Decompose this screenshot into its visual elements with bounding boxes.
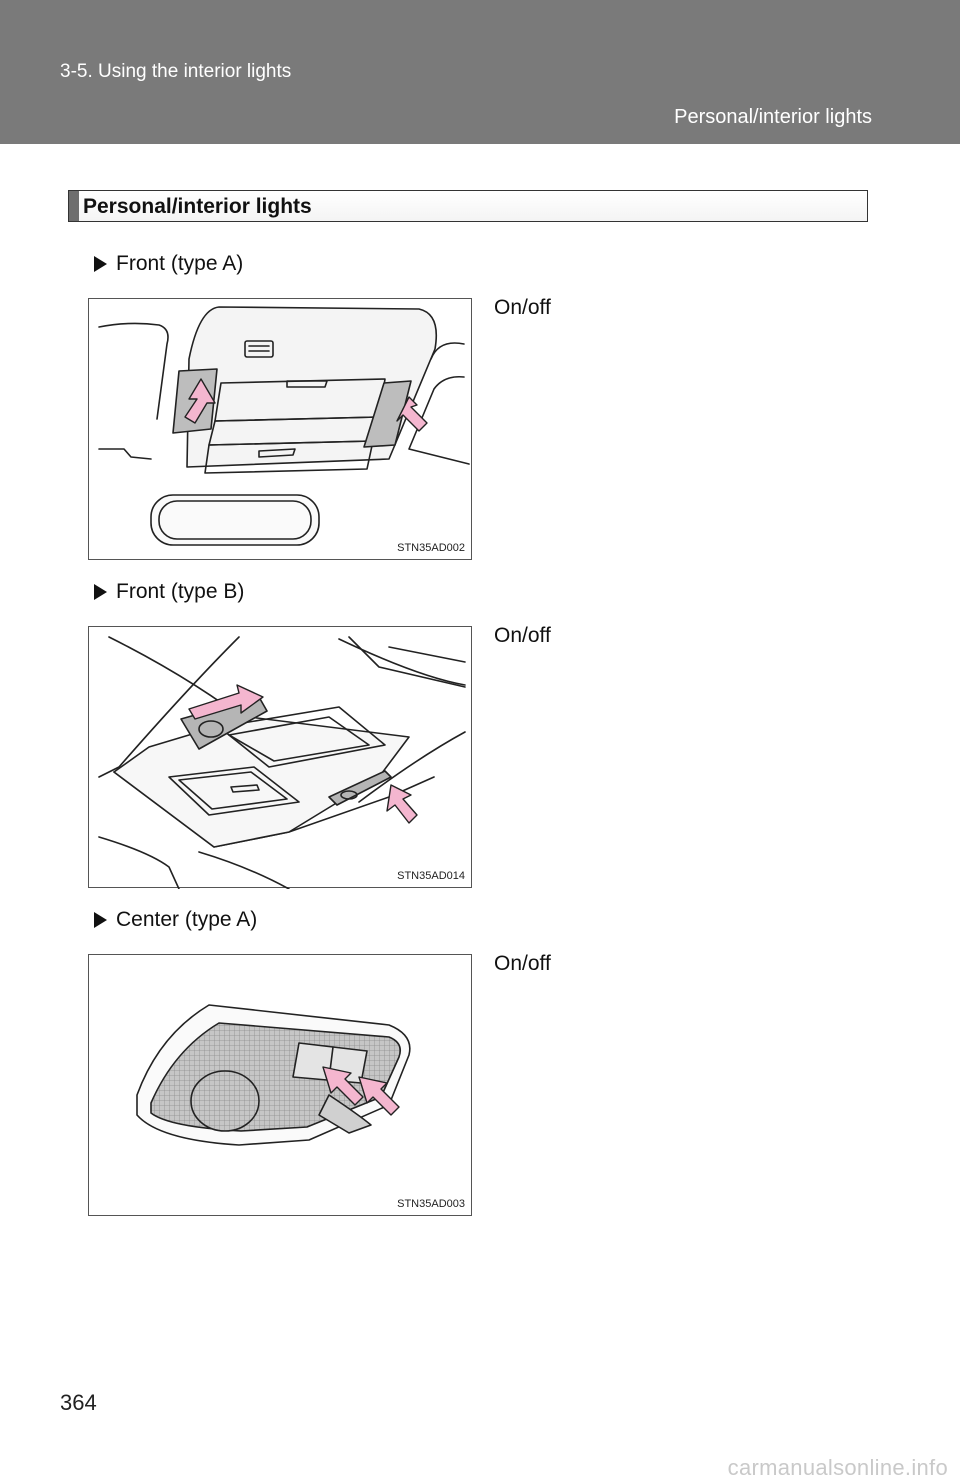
figure-front-type-b: STN35AD014	[88, 626, 472, 889]
item-heading-front-type-a: Front (type A)	[94, 252, 243, 276]
triangle-bullet-icon	[94, 912, 107, 928]
item-heading-label: Front (type A)	[116, 252, 244, 275]
page-header: 3-5. Using the interior lights Personal/…	[0, 0, 960, 144]
item-heading-label: Center (type A)	[116, 908, 258, 931]
item-heading-center-type-a: Center (type A)	[94, 908, 257, 932]
watermark: carmanualsonline.info	[727, 1455, 948, 1480]
front-type-a-illustration	[98, 306, 470, 546]
figure-code: STN35AD003	[397, 1198, 465, 1210]
figure-code: STN35AD002	[397, 542, 465, 554]
front-type-b-illustration	[98, 636, 466, 889]
item-heading-label: Front (type B)	[116, 580, 245, 603]
caption-on-off: On/off	[494, 952, 551, 975]
triangle-bullet-icon	[94, 256, 107, 272]
figure-code: STN35AD014	[397, 870, 465, 882]
item-heading-front-type-b: Front (type B)	[94, 580, 244, 604]
caption-on-off: On/off	[494, 624, 551, 647]
figure-center-type-a: STN35AD003	[88, 954, 472, 1216]
page-number: 364	[60, 1390, 97, 1415]
section-title-box: Personal/interior lights	[68, 190, 868, 222]
center-type-a-illustration	[136, 1004, 411, 1146]
triangle-bullet-icon	[94, 584, 107, 600]
caption-on-off: On/off	[494, 296, 551, 319]
chapter-title: 3-5. Using the interior lights	[60, 61, 292, 82]
section-title-bar	[69, 191, 79, 221]
figure-front-type-a: STN35AD002	[88, 298, 472, 560]
section-running-title: Personal/interior lights	[674, 106, 872, 128]
section-title: Personal/interior lights	[83, 195, 312, 218]
